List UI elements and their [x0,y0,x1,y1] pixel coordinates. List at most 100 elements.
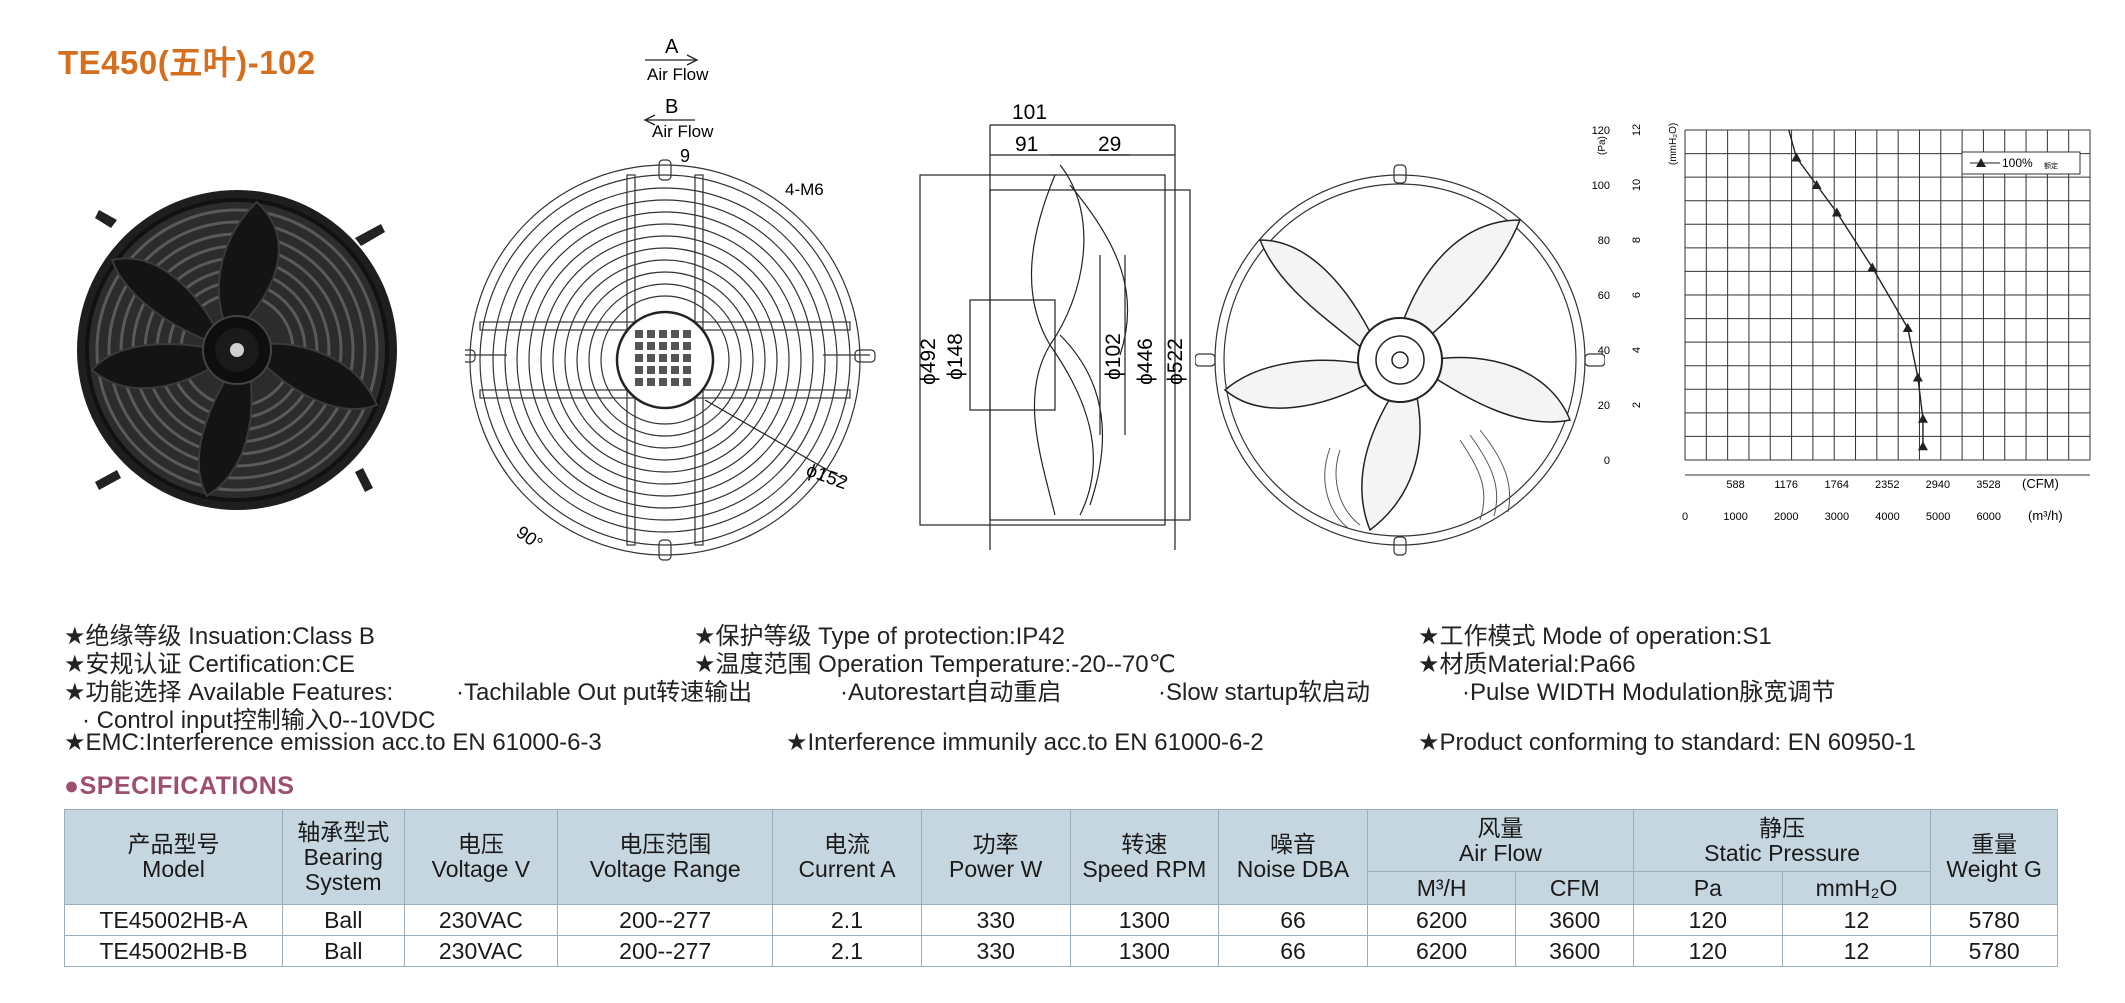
x-m3h-tick-label: 0 [1682,511,1688,523]
feature-temperature: ★温度范围 Operation Temperature:-20--70℃ [694,651,1176,678]
fan-photo [77,190,397,510]
dim-4m6-label: 4-M6 [785,180,824,199]
y-pa-tick-label: 0 [1604,455,1610,467]
feature-immunity: ★Interference immunily acc.to EN 61000-6… [786,729,1264,756]
y-mm-tick-label: 8 [1631,237,1643,243]
y-mm-tick-label: 2 [1631,402,1643,408]
x-m3h-unit: (m³/h) [2028,508,2063,523]
cell-airflow-cfm: 3600 [1515,935,1634,967]
dim-446-label: ϕ446 [1134,338,1157,385]
dim-152-label: ϕ152 [803,460,850,494]
chart-legend: 100% 额定 [1961,151,2081,175]
x-cfm-unit: (CFM) [2022,476,2059,491]
x-cfm-tick-label: 1176 [1774,479,1798,491]
cell-voltage: 230VAC [403,904,559,936]
x-cfm-tick-label: 1764 [1824,479,1848,491]
cell-airflow-m3h: 6200 [1366,935,1517,967]
feature-emc: ★EMC:Interference emission acc.to EN 610… [64,729,602,756]
y-mm-tick-label: 12 [1631,124,1643,136]
dim-91-label: 91 [1015,133,1038,156]
cell-weight: 5780 [1930,904,2058,936]
series-100-point [1917,413,1928,423]
x-m3h-tick-label: 6000 [1977,511,2001,523]
feature-certification: ★安规认证 Certification:CE [64,651,355,678]
airflow-b-letter: B [665,96,678,118]
y-mm-tick-label: 10 [1631,179,1643,191]
subheader-m3h: M³/H [1366,871,1517,905]
x-m3h-tick-label: 4000 [1875,511,1899,523]
feature-slow-startup: ·Slow startup软启动 [1158,679,1371,706]
dim-29-label: 29 [1098,133,1121,156]
series-100-point [1811,180,1822,189]
cell-pressure-pa: 120 [1632,935,1783,967]
feature-standard: ★Product conforming to standard: EN 6095… [1418,729,1916,756]
cell-model: TE45002HB-A [64,904,283,936]
y-pa-tick-label: 120 [1592,125,1610,137]
y-pa-tick-label: 80 [1598,235,1610,247]
chart-axes: 120 100 80 60 40 20 0 12 10 8 6 4 2 588 1176 1764 2352 29… [1592,124,2090,523]
cell-speed: 1300 [1069,904,1220,936]
front-view-drawing: A Air Flow B Air Flow 9 4-M6 ϕ152 90° [465,36,876,561]
cell-power: 330 [920,904,1071,936]
cell-speed: 1300 [1069,935,1220,967]
y-mm-tick-label: 4 [1631,347,1643,353]
dim-492-label: ϕ492 [917,338,940,385]
feature-control-input: · Control input控制输入0--10VDC [82,707,436,734]
airflow-a-letter: A [665,36,679,58]
y-mm-tick-label: 6 [1631,292,1643,298]
series-100-points [1791,152,1928,451]
feature-available-label: ★功能选择 Available Features: [64,679,394,706]
y-mm-unit: (mmH₂O) [1668,123,1679,165]
performance-chart: 120 100 80 60 40 20 0 12 10 8 6 4 2 588 1176 1764 2352 29… [1592,123,2091,523]
feature-autorestart: ·Autorestart自动重启 [840,679,1062,706]
cell-model: TE45002HB-B [64,935,283,967]
series-100-point [1791,152,1802,162]
y-pa-tick-label: 40 [1598,345,1610,357]
y-pa-unit: (Pa) [1597,136,1608,155]
dim-148-label: ϕ148 [944,333,967,380]
cell-weight: 5780 [1930,935,2058,967]
y-pa-tick-label: 20 [1598,400,1610,412]
chart-grid [1684,129,2091,461]
airflow-b-label: Air Flow [652,122,714,141]
dim-90-label: 90° [513,522,547,554]
series-100-point [1902,323,1913,332]
airflow-a-label: Air Flow [647,65,709,84]
cell-pressure-mmh2o: 12 [1781,904,1932,936]
rear-view-drawing [1195,164,1605,556]
series-100-point [1831,207,1842,217]
cell-airflow-m3h: 6200 [1366,904,1517,936]
legend-label: 100% [2002,156,2033,170]
feature-tach: ·Tachilable Out put转速输出 [456,679,753,706]
cell-pressure-mmh2o: 12 [1781,935,1932,967]
cell-current: 2.1 [772,935,922,967]
cell-airflow-cfm: 3600 [1515,904,1634,936]
table-row: TE45002HB-B Ball 230VAC 200--277 2.1 330… [64,935,2058,967]
cell-bearing: Ball [281,904,405,936]
feature-material: ★材质Material:Pa66 [1418,651,1636,678]
y-pa-tick-label: 100 [1592,180,1610,192]
cell-voltage-range: 200--277 [557,935,774,967]
x-cfm-tick-label: 2940 [1926,479,1950,491]
x-cfm-tick-label: 588 [1726,479,1744,491]
dim-101-label: 101 [1012,101,1047,124]
x-m3h-tick-label: 1000 [1723,511,1747,523]
y-pa-tick-label: 60 [1598,290,1610,302]
subheader-pa: Pa [1632,871,1783,905]
dim-102-label: ϕ102 [1102,333,1125,380]
x-cfm-tick-label: 3528 [1976,479,2000,491]
x-cfm-tick-label: 2352 [1875,479,1899,491]
cell-bearing: Ball [281,935,405,967]
table-row: TE45002HB-A Ball 230VAC 200--277 2.1 330… [64,904,2058,936]
